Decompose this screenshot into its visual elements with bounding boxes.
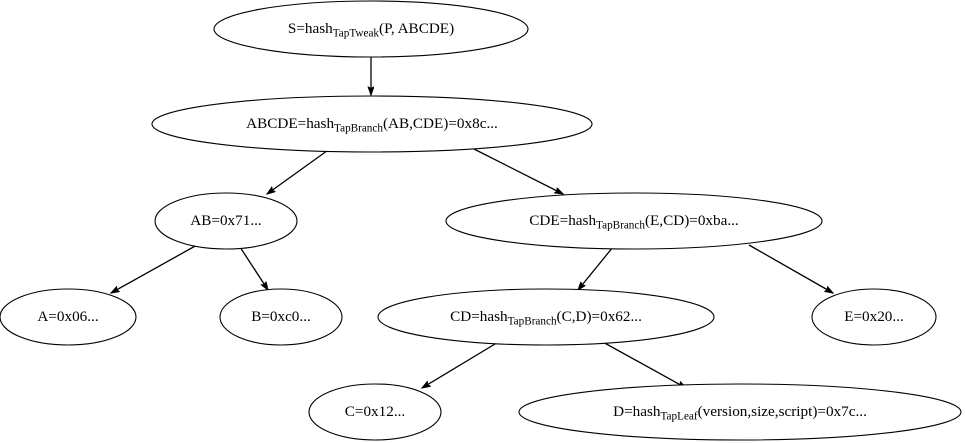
edge-abcde-to-ab	[267, 147, 332, 194]
node-outline	[811, 288, 937, 346]
node-s[interactable]: S=hashTapTweak(P, ABCDE)	[213, 0, 529, 58]
node-ab[interactable]: AB=0x71...	[154, 192, 298, 250]
node-label-abcde: ABCDE=hashTapBranch(AB,CDE)=0x8c...	[246, 115, 498, 134]
edge-abcde-to-cde	[471, 147, 563, 194]
edge-line	[422, 340, 501, 388]
node-label-cde: CDE=hashTapBranch(E,CD)=0xba...	[529, 212, 738, 231]
node-label-d: D=hashTapLeaf(version,size,script)=0x7c.…	[613, 403, 867, 422]
edge-line	[267, 147, 332, 194]
edge-line	[578, 246, 614, 290]
node-outline	[154, 192, 298, 250]
node-outline	[308, 383, 442, 441]
node-outline	[151, 95, 593, 153]
edge-line	[471, 147, 563, 194]
node-b[interactable]: B=0xc0...	[219, 288, 343, 346]
edge-ab-to-a	[111, 244, 198, 293]
node-outline	[219, 288, 343, 346]
edge-cde-to-e	[748, 244, 833, 293]
node-label-b: B=0xc0...	[251, 308, 311, 325]
edges-layer	[111, 57, 833, 388]
edge-ab-to-b	[239, 246, 268, 290]
node-label-c: C=0x12...	[345, 403, 405, 420]
node-label-s: S=hashTapTweak(P, ABCDE)	[288, 20, 454, 39]
node-label-a: A=0x06...	[37, 308, 98, 325]
node-abcde[interactable]: ABCDE=hashTapBranch(AB,CDE)=0x8c...	[151, 95, 593, 153]
node-outline	[213, 0, 529, 58]
node-a[interactable]: A=0x06...	[0, 288, 137, 346]
edge-cde-to-cd	[578, 246, 614, 290]
node-e[interactable]: E=0x20...	[811, 288, 937, 346]
edge-line	[111, 244, 198, 293]
node-outline	[0, 288, 137, 346]
node-d[interactable]: D=hashTapLeaf(version,size,script)=0x7c.…	[518, 383, 962, 441]
node-cde[interactable]: CDE=hashTapBranch(E,CD)=0xba...	[445, 192, 823, 250]
edge-cd-to-d	[600, 340, 686, 388]
edge-line	[748, 244, 833, 293]
edge-cd-to-c	[422, 340, 501, 388]
node-cd[interactable]: CD=hashTapBranch(C,D)=0x62...	[377, 288, 715, 346]
node-outline	[445, 192, 823, 250]
edge-line	[600, 340, 686, 388]
node-label-cd: CD=hashTapBranch(C,D)=0x62...	[450, 308, 642, 327]
edge-line	[239, 246, 268, 290]
node-c[interactable]: C=0x12...	[308, 383, 442, 441]
node-outline	[518, 383, 962, 441]
node-outline	[377, 288, 715, 346]
node-label-e: E=0x20...	[844, 308, 904, 325]
node-label-ab: AB=0x71...	[190, 212, 261, 229]
